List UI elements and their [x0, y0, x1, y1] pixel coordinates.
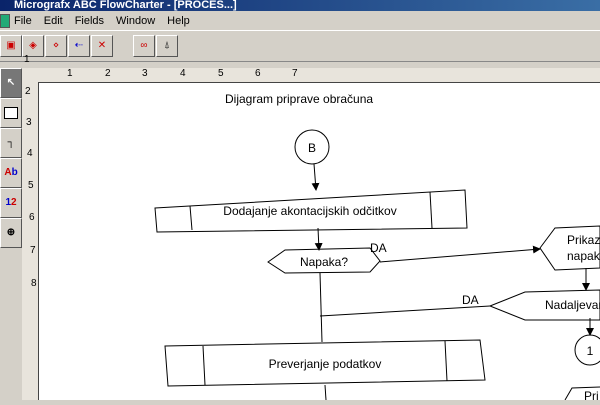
shape-connect-icon[interactable]: ⋄ [45, 35, 67, 57]
diagram-title: Dijagram priprave obračuna [225, 92, 373, 106]
ruler-label: 7 [30, 245, 36, 256]
rocket-icon[interactable]: ⍋ [156, 35, 178, 57]
decision-napaka-label: Napaka? [300, 255, 348, 269]
number-tool-icon[interactable]: 12 [0, 188, 22, 218]
shape-group-icon[interactable]: ▣ [0, 35, 22, 57]
pointer-tool-icon[interactable]: ↖ [0, 68, 22, 98]
ruler-label: 6 [29, 212, 35, 223]
ruler-label: 3 [142, 68, 148, 79]
ruler-label: 2 [105, 68, 111, 79]
process-box-2-label: Preverjanje podatkov [269, 357, 382, 371]
yes-label-1: DA [370, 241, 387, 255]
title-bar: Micrografx ABC FlowCharter - [PROCES...] [0, 0, 600, 11]
ruler-label: 7 [292, 68, 298, 79]
display-prikaz[interactable] [539, 225, 600, 271]
zoom-tool-icon[interactable]: ⊕ [0, 218, 22, 248]
ruler-label: 1 [24, 54, 30, 65]
ruler-label: 4 [27, 148, 33, 159]
drawing-canvas[interactable]: Dijagram priprave obračuna B Dodajanje a… [39, 83, 600, 403]
process-box-1-label: Dodajanje akontacijskih odčitkov [223, 204, 396, 218]
toolbar: ▣ ◈ ⋄ ⇠ ✕ ∞ ⍋ [0, 30, 600, 62]
ruler-label: 5 [218, 68, 224, 79]
bottom-shape[interactable] [564, 386, 600, 401]
line-route-icon[interactable]: ⇠ [68, 35, 90, 57]
flow-line [319, 305, 491, 317]
process-box-1[interactable] [154, 189, 468, 233]
horizontal-ruler: 1 2 3 4 5 6 7 [22, 68, 600, 83]
decision-nadaljevanje-label: Nadaljevanje [545, 298, 600, 312]
flow-line [319, 272, 323, 343]
app-icon[interactable] [0, 13, 10, 28]
menu-help[interactable]: Help [167, 14, 190, 27]
connector-1[interactable] [574, 334, 600, 366]
ruler-label: 2 [25, 86, 31, 97]
ruler-label: 5 [28, 180, 34, 191]
yes-label-2: DA [462, 293, 479, 307]
menu-bar: File Edit Fields Window Help [0, 11, 600, 30]
ruler-label: 3 [26, 117, 32, 128]
line-tool-icon[interactable]: ┐ [0, 128, 22, 158]
connector-1-label: 1 [587, 344, 594, 358]
menu-fields[interactable]: Fields [74, 14, 105, 27]
connector-b[interactable] [294, 129, 330, 165]
flow-arrow [314, 227, 323, 251]
text-tool-icon[interactable]: Ab [0, 158, 22, 188]
shape-tool-icon[interactable] [0, 98, 22, 128]
line-delete-icon[interactable]: ✕ [91, 35, 113, 57]
link-icon[interactable]: ∞ [133, 35, 155, 57]
display-label-line2: napake [567, 249, 600, 263]
window-title: Micrografx ABC FlowCharter - [PROCES...] [14, 0, 237, 11]
shape-link-icon[interactable]: ◈ [22, 35, 44, 57]
flow-arrow [379, 245, 541, 263]
menu-window[interactable]: Window [116, 14, 156, 27]
ruler-label: 4 [180, 68, 186, 79]
bottom-shape-label: Pri [584, 389, 599, 400]
ruler-label: 1 [67, 68, 73, 79]
decision-nadaljevanje[interactable] [488, 289, 600, 321]
ruler-label: 8 [31, 278, 37, 289]
process-box-2[interactable] [164, 339, 486, 387]
display-label-line1: Prikaz [567, 233, 600, 247]
ruler-label: 6 [255, 68, 261, 79]
menu-file[interactable]: File [14, 14, 32, 27]
menu-edit[interactable]: Edit [43, 14, 63, 27]
vertical-ruler: 1 2 3 4 5 6 7 8 [22, 54, 39, 400]
flow-arrow [311, 163, 320, 191]
decision-napaka[interactable] [267, 247, 381, 274]
toolbox: ↖ ┐ Ab 12 ⊕ [0, 68, 22, 400]
connector-b-label: B [308, 141, 316, 155]
flow-line [324, 384, 327, 401]
flowchart: Dijagram priprave obračuna B Dodajanje a… [154, 92, 600, 403]
